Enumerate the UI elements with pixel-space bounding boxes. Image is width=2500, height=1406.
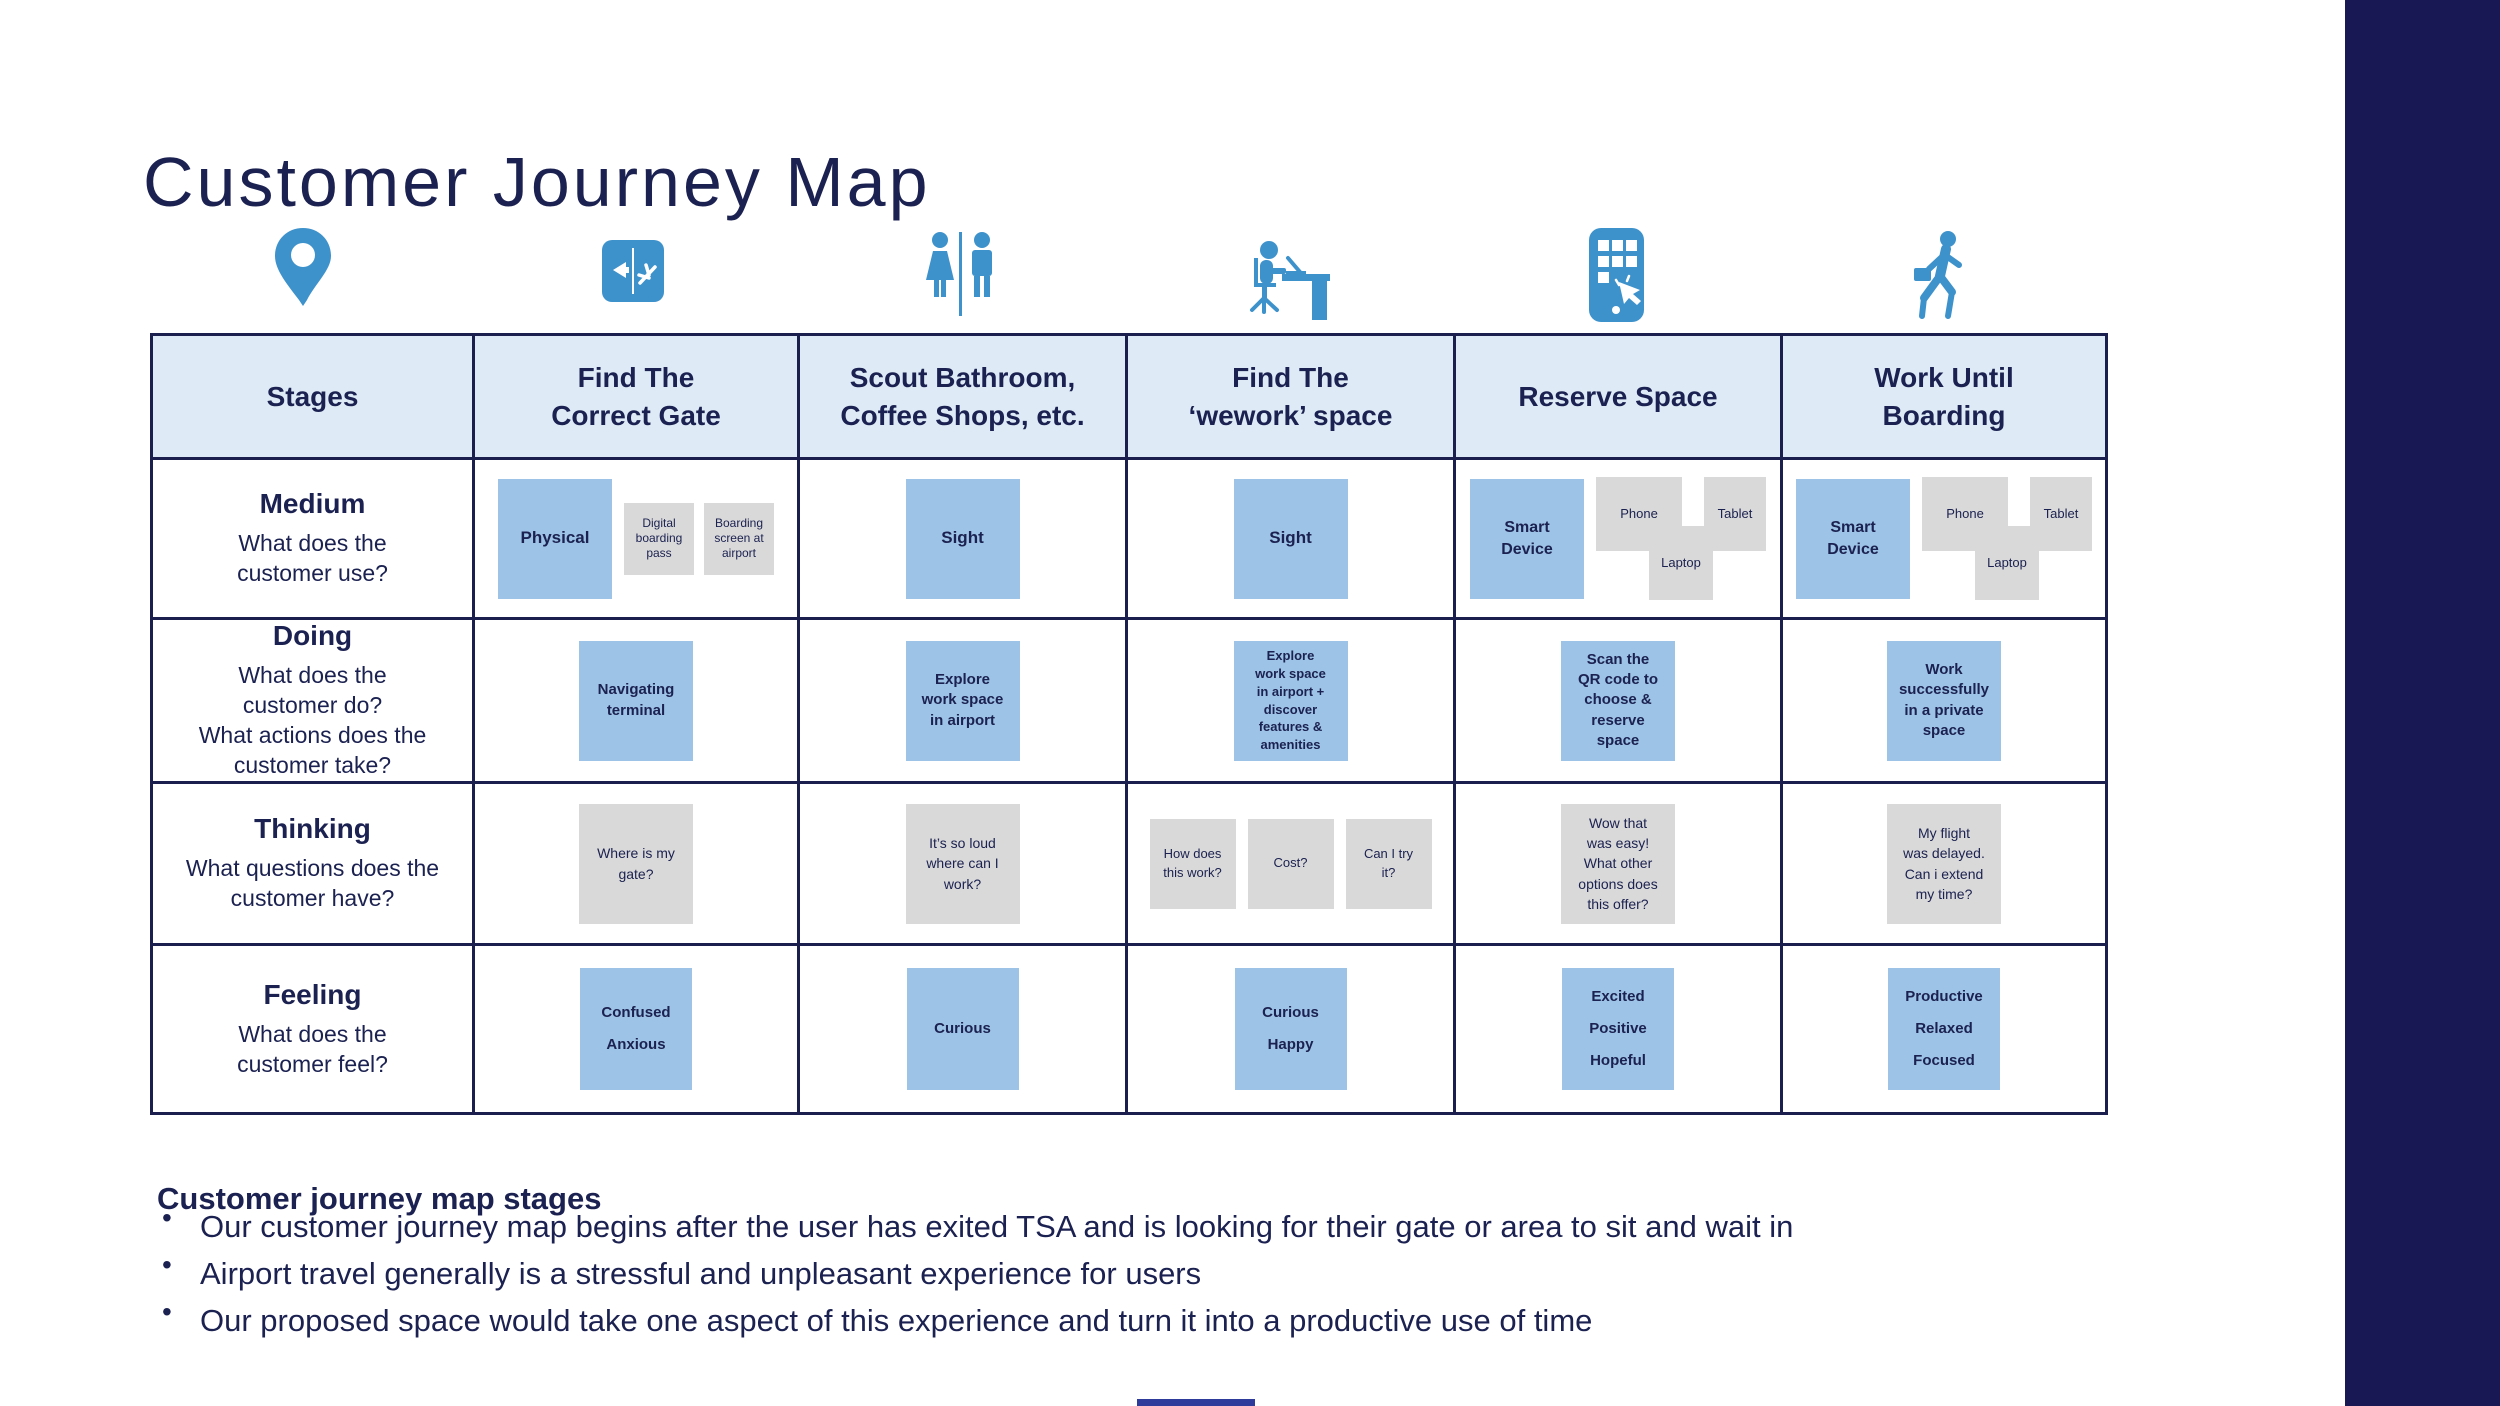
cell-doing-wework: Explore work space in airport + discover… bbox=[1128, 620, 1453, 781]
bottom-edge-accent bbox=[1137, 1399, 1255, 1406]
cell-doing-reserve: Scan the QR code to choose & reserve spa… bbox=[1456, 620, 1780, 781]
cell-doing-scout: Explore work space in airport bbox=[800, 620, 1125, 781]
note-curious-happy: Curious Happy bbox=[1234, 968, 1347, 1090]
note-can-i-try: Can I try it? bbox=[1345, 818, 1432, 909]
cell-medium-reserve: Smart Device Phone Tablet Laptop bbox=[1456, 460, 1780, 617]
note-boarding-screen: Boarding screen at airport bbox=[704, 502, 774, 575]
row-label-doing: Doing What does the customer do? What ac… bbox=[153, 620, 472, 781]
header-work: Work Until Boarding bbox=[1783, 336, 2105, 457]
cell-doing-work: Work successfully in a private space bbox=[1783, 620, 2105, 781]
row-question-doing: What does the customer do? What actions … bbox=[198, 662, 427, 778]
note-cost: Cost? bbox=[1247, 818, 1334, 909]
note-confused-anxious: Confused Anxious bbox=[580, 968, 692, 1090]
row-question-thinking: What questions does the customer have? bbox=[185, 855, 440, 911]
footer-bullet-list: Our customer journey map begins after th… bbox=[160, 1201, 1793, 1349]
row-title-doing: Doing bbox=[272, 620, 353, 652]
header-find-gate: Find The Correct Gate bbox=[475, 336, 797, 457]
note-tablet: Tablet bbox=[2030, 476, 2092, 551]
note-how-does-this-work: How does this work? bbox=[1149, 818, 1236, 909]
cell-feeling-wework: Curious Happy bbox=[1128, 946, 1453, 1112]
note-curious: Curious bbox=[906, 968, 1019, 1090]
right-accent-bar bbox=[2345, 0, 2500, 1406]
row-label-thinking: Thinking What questions does the custome… bbox=[153, 784, 472, 943]
cell-feeling-scout: Curious bbox=[800, 946, 1125, 1112]
cell-thinking-wework: How does this work? Cost? Can I try it? bbox=[1128, 784, 1453, 943]
header-stages: Stages bbox=[153, 336, 472, 457]
note-smart-device-reserve: Smart Device bbox=[1470, 478, 1584, 599]
row-title-thinking: Thinking bbox=[254, 813, 371, 845]
page-title: Customer Journey Map bbox=[143, 142, 931, 221]
journey-table: Stages Find The Correct Gate Scout Bathr… bbox=[150, 333, 2108, 1115]
device-note-group: Phone Tablet Laptop bbox=[1596, 476, 1766, 601]
row-question-feeling: What does the customer feel? bbox=[237, 1020, 388, 1077]
row-question-medium: What does the customer use? bbox=[237, 530, 388, 586]
person-at-desk-icon bbox=[1246, 238, 1334, 327]
cell-feeling-find-gate: Confused Anxious bbox=[475, 946, 797, 1112]
note-work-private-space: Work successfully in a private space bbox=[1887, 640, 2001, 761]
footer-bullet: Our customer journey map begins after th… bbox=[160, 1201, 1793, 1246]
note-excited-positive-hopeful: Excited Positive Hopeful bbox=[1562, 968, 1674, 1090]
mini-note-group: Digital boarding pass Boarding screen at… bbox=[624, 502, 774, 575]
note-explore-workspace: Explore work space in airport bbox=[905, 640, 1020, 761]
cell-medium-find-gate: Physical Digital boarding pass Boarding … bbox=[475, 460, 797, 617]
note-physical: Physical bbox=[498, 478, 612, 599]
note-laptop: Laptop bbox=[1649, 525, 1713, 600]
cell-medium-wework: Sight bbox=[1128, 460, 1453, 617]
footer-bullet: Our proposed space would take one aspect… bbox=[160, 1295, 1793, 1340]
cell-medium-work: Smart Device Phone Tablet Laptop bbox=[1783, 460, 2105, 617]
header-scout: Scout Bathroom, Coffee Shops, etc. bbox=[800, 336, 1125, 457]
header-wework: Find The ‘wework’ space bbox=[1128, 336, 1453, 457]
cell-feeling-reserve: Excited Positive Hopeful bbox=[1456, 946, 1780, 1112]
cell-doing-find-gate: Navigating terminal bbox=[475, 620, 797, 781]
footer-bullet: Airport travel generally is a stressful … bbox=[160, 1248, 1793, 1293]
gate-sign-icon bbox=[602, 240, 664, 307]
note-productive-relaxed-focused: Productive Relaxed Focused bbox=[1888, 968, 2000, 1090]
restroom-icon bbox=[924, 230, 1000, 323]
note-sight-wework: Sight bbox=[1233, 478, 1348, 599]
cell-feeling-work: Productive Relaxed Focused bbox=[1783, 946, 2105, 1112]
device-note-group: Phone Tablet Laptop bbox=[1922, 476, 2092, 601]
cell-thinking-scout: It’s so loud where can I work? bbox=[800, 784, 1125, 943]
note-wow-easy: Wow that was easy! What other options do… bbox=[1561, 803, 1675, 924]
note-scan-qr: Scan the QR code to choose & reserve spa… bbox=[1561, 640, 1675, 761]
note-navigating-terminal: Navigating terminal bbox=[579, 640, 693, 761]
note-laptop: Laptop bbox=[1975, 525, 2039, 600]
cell-thinking-work: My flight was delayed. Can i extend my t… bbox=[1783, 784, 2105, 943]
note-so-loud: It’s so loud where can I work? bbox=[905, 803, 1020, 924]
note-sight-scout: Sight bbox=[905, 478, 1020, 599]
row-title-feeling: Feeling bbox=[263, 978, 362, 1010]
note-flight-delayed: My flight was delayed. Can i extend my t… bbox=[1887, 803, 2001, 924]
header-reserve: Reserve Space bbox=[1456, 336, 1780, 457]
row-title-medium: Medium bbox=[259, 488, 366, 520]
smartphone-touch-icon bbox=[1589, 228, 1644, 327]
row-label-feeling: Feeling What does the customer feel? bbox=[153, 946, 472, 1112]
note-smart-device-work: Smart Device bbox=[1796, 478, 1910, 599]
cell-medium-scout: Sight bbox=[800, 460, 1125, 617]
note-digital-boarding-pass: Digital boarding pass bbox=[624, 502, 694, 575]
cell-thinking-find-gate: Where is my gate? bbox=[475, 784, 797, 943]
walking-traveler-icon bbox=[1910, 230, 1976, 327]
note-where-is-gate: Where is my gate? bbox=[579, 803, 693, 924]
cell-thinking-reserve: Wow that was easy! What other options do… bbox=[1456, 784, 1780, 943]
note-explore-discover: Explore work space in airport + discover… bbox=[1233, 640, 1348, 761]
note-tablet: Tablet bbox=[1704, 476, 1766, 551]
row-label-medium: Medium What does the customer use? bbox=[153, 460, 472, 617]
location-pin-icon bbox=[272, 226, 334, 323]
